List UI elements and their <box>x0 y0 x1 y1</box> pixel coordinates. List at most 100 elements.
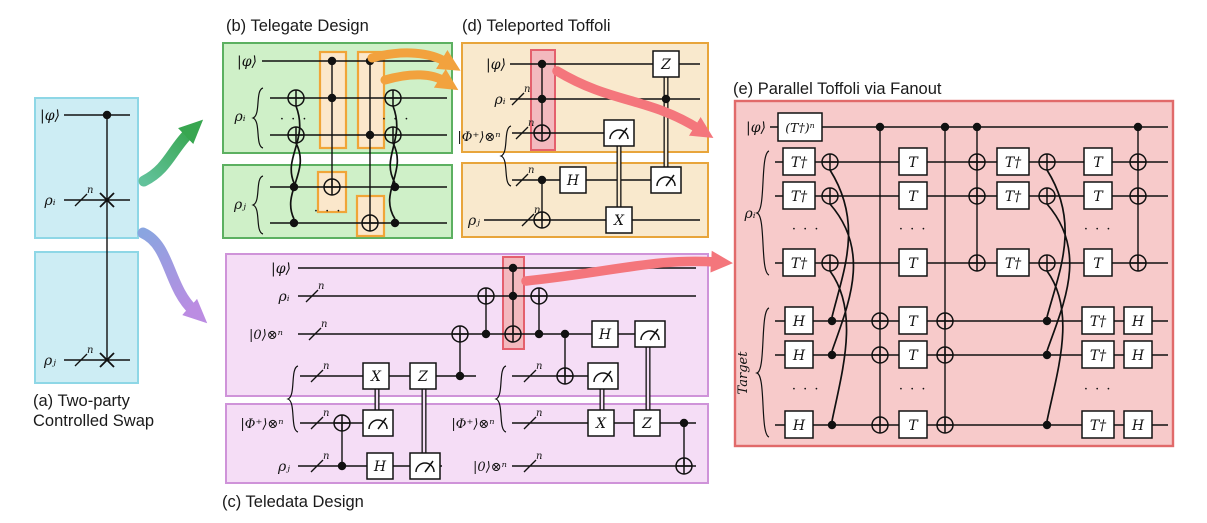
svg-text:T†: T† <box>791 189 808 205</box>
gate-T: T <box>898 181 928 210</box>
control-dot <box>481 329 491 339</box>
panel-b-title: (b) Telegate Design <box>226 17 369 35</box>
classical-control-dot <box>661 94 671 104</box>
gate-H: H <box>784 410 814 439</box>
gate-Tdag: T† <box>996 181 1030 210</box>
cnot-target <box>821 254 839 272</box>
gate-Z: Z <box>652 50 680 78</box>
fanout-control-dot <box>972 122 982 132</box>
qubit-label-rho-i: ρᵢ <box>743 206 755 222</box>
cnot-target <box>968 153 986 171</box>
panel-b-wires <box>262 60 447 224</box>
qubit-label-phi: |φ⟩ <box>746 120 766 136</box>
cnot-target <box>936 312 954 330</box>
control-dot <box>1042 420 1052 430</box>
svg-text:T†: T† <box>1090 314 1107 330</box>
svg-text:T: T <box>1093 155 1104 171</box>
svg-text:H: H <box>792 348 806 364</box>
gate-T: T <box>898 340 928 369</box>
control-dot <box>560 329 570 339</box>
svg-text:X: X <box>370 369 382 385</box>
fanout-control-dot <box>875 122 885 132</box>
measurement-gate <box>362 409 394 437</box>
cnot-target <box>1038 153 1056 171</box>
gate-Tdag: T† <box>782 181 816 210</box>
svg-text:H: H <box>566 173 580 189</box>
arrow-b-to-d-2 <box>380 69 459 91</box>
measurement-gate <box>409 452 441 480</box>
qubit-label-bell: |Φ⁺⟩⊗ⁿ <box>457 130 500 145</box>
control-dot <box>337 461 347 471</box>
ellipsis: · · · <box>314 204 342 219</box>
gate-H: H <box>1123 306 1153 335</box>
svg-text:T: T <box>1093 256 1104 272</box>
gate-X: X <box>587 409 615 437</box>
svg-text:Z: Z <box>641 416 652 432</box>
control-dot <box>537 94 547 104</box>
svg-text:H: H <box>1131 348 1145 364</box>
control-dot <box>508 263 518 273</box>
gate-H: H <box>1123 340 1153 369</box>
panel-a-caption-line2: Controlled Swap <box>33 412 154 430</box>
gate-H: H <box>366 452 394 480</box>
panel-e-title: (e) Parallel Toffoli via Fanout <box>733 80 942 98</box>
measurement-gate <box>603 119 635 147</box>
fanout-control-dot <box>1133 122 1143 132</box>
control-dot <box>327 93 337 103</box>
qubit-label-zeros: |0⟩⊗ⁿ <box>249 328 283 343</box>
panel-c: X Z H H X Z |φ⟩ ρᵢ |0⟩⊗ⁿ |Φ⁺⟩⊗ⁿ ρⱼ | <box>222 253 709 511</box>
qubit-label-bell-2: |Φ⁺⟩⊗ⁿ <box>451 417 494 432</box>
svg-text:T: T <box>908 314 919 330</box>
gate-H: H <box>1123 410 1153 439</box>
qubit-label-bell: |Φ⁺⟩⊗ⁿ <box>240 417 283 432</box>
fanout-control-dot <box>940 122 950 132</box>
cnot-target <box>1038 254 1056 272</box>
rho-j-brace <box>251 175 264 235</box>
panel-a-caption-line1: (a) Two-party <box>33 392 131 410</box>
cnot-target <box>1038 187 1056 205</box>
control-dot <box>537 59 547 69</box>
cnot-target <box>871 416 889 434</box>
svg-text:X: X <box>595 416 607 432</box>
svg-text:T: T <box>908 418 919 434</box>
cnot-target <box>1129 254 1147 272</box>
panel-c-caption: (c) Teledata Design <box>222 493 364 511</box>
qubit-label-rho-j: ρⱼ <box>233 197 246 213</box>
qubit-label-phi: |φ⟩ <box>40 108 60 124</box>
ellipsis: · · · <box>1084 382 1112 397</box>
gate-Z: Z <box>633 409 661 437</box>
cnot-target <box>287 126 305 144</box>
control-dot <box>455 371 465 381</box>
measurement-gate <box>650 166 682 194</box>
gate-H: H <box>784 340 814 369</box>
gate-Tdag: T† <box>1081 306 1115 335</box>
bell-brace-right <box>494 365 507 433</box>
qubit-label-zeros-2: |0⟩⊗ⁿ <box>473 460 507 475</box>
control-dot <box>537 175 547 185</box>
qubit-label-rho-j: ρⱼ <box>43 353 56 369</box>
svg-text:T: T <box>908 256 919 272</box>
gate-H: H <box>559 166 587 194</box>
control-dot <box>1042 350 1052 360</box>
gate-T: T <box>898 410 928 439</box>
bell-brace-left <box>286 365 299 433</box>
qubit-label-rho-j: ρⱼ <box>467 213 480 229</box>
cnot-target <box>936 346 954 364</box>
panel-a: |φ⟩ ρᵢ ρⱼ (a) Two-party Controlled Swap <box>33 97 154 430</box>
cnot-target <box>333 414 351 432</box>
gate-T: T <box>898 147 928 176</box>
svg-text:T: T <box>908 189 919 205</box>
svg-text:Z: Z <box>417 369 428 385</box>
cnot-target <box>871 346 889 364</box>
panel-b: (b) Telegate Design |φ⟩ ρᵢ ρⱼ · · · · · … <box>222 17 453 239</box>
ellipsis: · · · <box>1084 222 1112 237</box>
cnot-target <box>384 126 402 144</box>
qubit-label-rho-i: ρᵢ <box>233 109 245 125</box>
gate-H: H <box>591 320 619 348</box>
control-dot <box>1042 316 1052 326</box>
gate-T: T <box>898 248 928 277</box>
gate-Z: Z <box>409 362 437 390</box>
ellipsis: · · · <box>899 222 927 237</box>
measurement-gate <box>634 320 666 348</box>
